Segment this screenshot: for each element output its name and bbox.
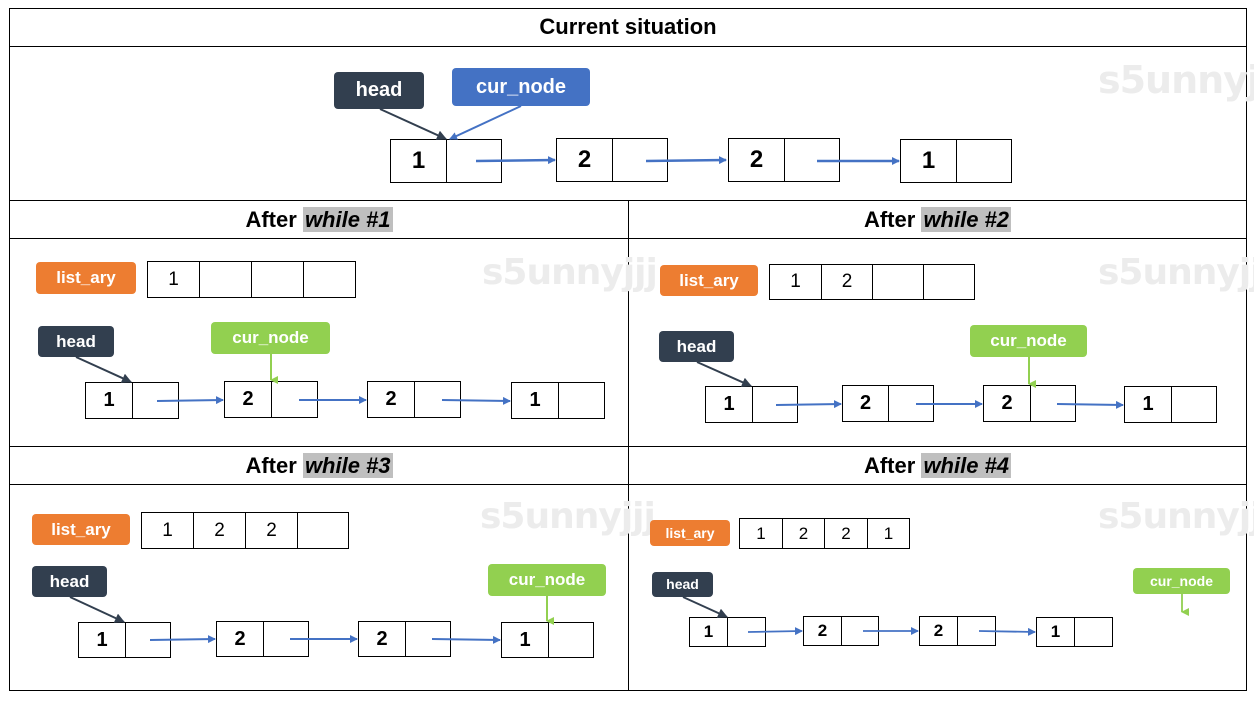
panel-1-node-4-value: 1 xyxy=(512,383,559,418)
panel-1-list-ary: 1 xyxy=(147,261,356,298)
panel-3-ary-cell-1: 1 xyxy=(142,513,194,548)
top-title-bar xyxy=(9,8,1247,47)
panel-4-cur-node-tag: cur_node xyxy=(1133,568,1230,594)
panel-3-ary-cell-3: 2 xyxy=(246,513,298,548)
panel-2-node-4: 1 xyxy=(1124,386,1217,423)
panel-4-node-4-value: 1 xyxy=(1037,618,1075,646)
panel-2-head-tag: head xyxy=(659,331,734,362)
panel-3-node-2-value: 2 xyxy=(217,622,264,656)
panel-2-ary-cell-3 xyxy=(873,265,924,299)
panel-3-title-prefix: After xyxy=(245,453,297,478)
panel-4-ary-cell-1: 1 xyxy=(740,519,783,548)
panel-2-node-1-value: 1 xyxy=(706,387,753,422)
panel-2-link-3 xyxy=(1056,400,1124,409)
panel-4-title-prefix: After xyxy=(863,453,916,478)
top-node-1-value: 1 xyxy=(391,140,447,182)
panel-3-list-ary: 1 2 2 xyxy=(141,512,349,549)
panel-1-node-3-value: 2 xyxy=(368,382,415,417)
watermark-panel-2: s5unnyjjj xyxy=(1098,252,1254,293)
panel-4-ary-cell-3: 2 xyxy=(825,519,868,548)
panel-3-node-1-value: 1 xyxy=(79,623,126,657)
watermark-panel-4: s5unnyjjj xyxy=(1098,496,1254,537)
panel-4-head-tag: head xyxy=(652,572,713,597)
panel-4-title: After while #4 xyxy=(628,447,1247,485)
panel-1-node-1-value: 1 xyxy=(86,383,133,418)
panel-2-title-highlight: while #2 xyxy=(921,207,1012,232)
panel-1-node-2-value: 2 xyxy=(225,382,272,417)
panel-1-head-tag: head xyxy=(38,326,114,357)
panel-2-node-3-value: 2 xyxy=(984,386,1031,421)
panel-2-link-1 xyxy=(775,400,842,409)
panel-2-list-ary: 1 2 xyxy=(769,264,975,300)
watermark-top: s5unnyjjj xyxy=(1098,58,1254,102)
watermark-panel-3: s5unnyjjj xyxy=(480,496,656,537)
panel-1-title: After while #1 xyxy=(9,201,629,239)
panel-1-ary-cell-3 xyxy=(252,262,304,297)
top-head-tag: head xyxy=(334,72,424,109)
panel-3-head-tag: head xyxy=(32,566,107,597)
panel-2-ary-cell-2: 2 xyxy=(822,265,873,299)
panel-2-list-ary-tag: list_ary xyxy=(660,265,758,296)
panel-1-link-3 xyxy=(441,396,511,405)
panel-3-link-1 xyxy=(149,635,216,644)
top-node-4-value: 1 xyxy=(901,140,957,182)
panel-2-head-pointer xyxy=(696,361,752,387)
panel-2-title-prefix: After xyxy=(863,207,916,232)
panel-3-head-pointer xyxy=(69,596,125,623)
panel-3-link-3 xyxy=(431,635,501,644)
panel-4-node-4: 1 xyxy=(1036,617,1113,647)
panel-3-node-4-value: 1 xyxy=(502,623,549,657)
panel-2-ary-cell-1: 1 xyxy=(770,265,822,299)
panel-3-node-3-value: 2 xyxy=(359,622,406,656)
panel-4-frame xyxy=(628,446,1247,691)
panel-4-title-highlight: while #4 xyxy=(921,453,1012,478)
top-node-2-value: 2 xyxy=(557,139,613,181)
panel-2-node-4-value: 1 xyxy=(1125,387,1172,422)
panel-1-title-prefix: After xyxy=(245,207,297,232)
panel-1-ary-cell-2 xyxy=(200,262,252,297)
top-title: Current situation xyxy=(539,14,717,39)
top-link-2 xyxy=(645,156,727,165)
panel-3-title-highlight: while #3 xyxy=(302,453,393,478)
top-node-2: 2 xyxy=(556,138,668,182)
panel-4-list-ary-tag: list_ary xyxy=(650,520,730,546)
panel-1-ary-cell-1: 1 xyxy=(148,262,200,297)
top-cur-node-tag: cur_node xyxy=(452,68,590,106)
panel-4-node-3-value: 2 xyxy=(920,617,958,645)
panel-1-title-highlight: while #1 xyxy=(302,207,393,232)
top-node-4: 1 xyxy=(900,139,1012,183)
panel-4-head-pointer xyxy=(682,596,728,618)
panel-1-node-4: 1 xyxy=(511,382,605,419)
panel-2-title: After while #2 xyxy=(628,201,1247,239)
panel-4-link-3 xyxy=(978,627,1036,636)
panel-3-list-ary-tag: list_ary xyxy=(32,514,130,545)
panel-4-node-2-value: 2 xyxy=(804,617,842,645)
panel-3-node-4: 1 xyxy=(501,622,594,658)
top-cur-node-pointer xyxy=(449,105,522,140)
panel-4-link-1 xyxy=(747,627,803,636)
panel-3-ary-cell-2: 2 xyxy=(194,513,246,548)
panel-4-ary-cell-4: 1 xyxy=(883,523,894,543)
top-head-pointer xyxy=(379,108,447,140)
panel-1-link-1 xyxy=(156,396,224,405)
panel-3-title: After while #3 xyxy=(9,447,629,485)
panel-2-cur-node-tag: cur_node xyxy=(970,325,1087,357)
panel-3-cur-node-tag: cur_node xyxy=(488,564,606,596)
panel-2-node-2-value: 2 xyxy=(843,386,889,421)
panel-4-node-1-value: 1 xyxy=(690,618,728,646)
watermark-panel-1: s5unnyjjj xyxy=(482,252,658,293)
panel-1-head-pointer xyxy=(75,356,132,383)
panel-4-ary-cell-2: 2 xyxy=(783,519,825,548)
panel-1-node-3: 2 xyxy=(367,381,461,418)
panel-4-list-ary: 1 2 2 1 xyxy=(739,518,910,549)
panel-1-cur-node-tag: cur_node xyxy=(211,322,330,354)
panel-1-list-ary-tag: list_ary xyxy=(36,262,136,294)
top-link-1 xyxy=(475,156,556,165)
top-node-3-value: 2 xyxy=(729,139,785,181)
